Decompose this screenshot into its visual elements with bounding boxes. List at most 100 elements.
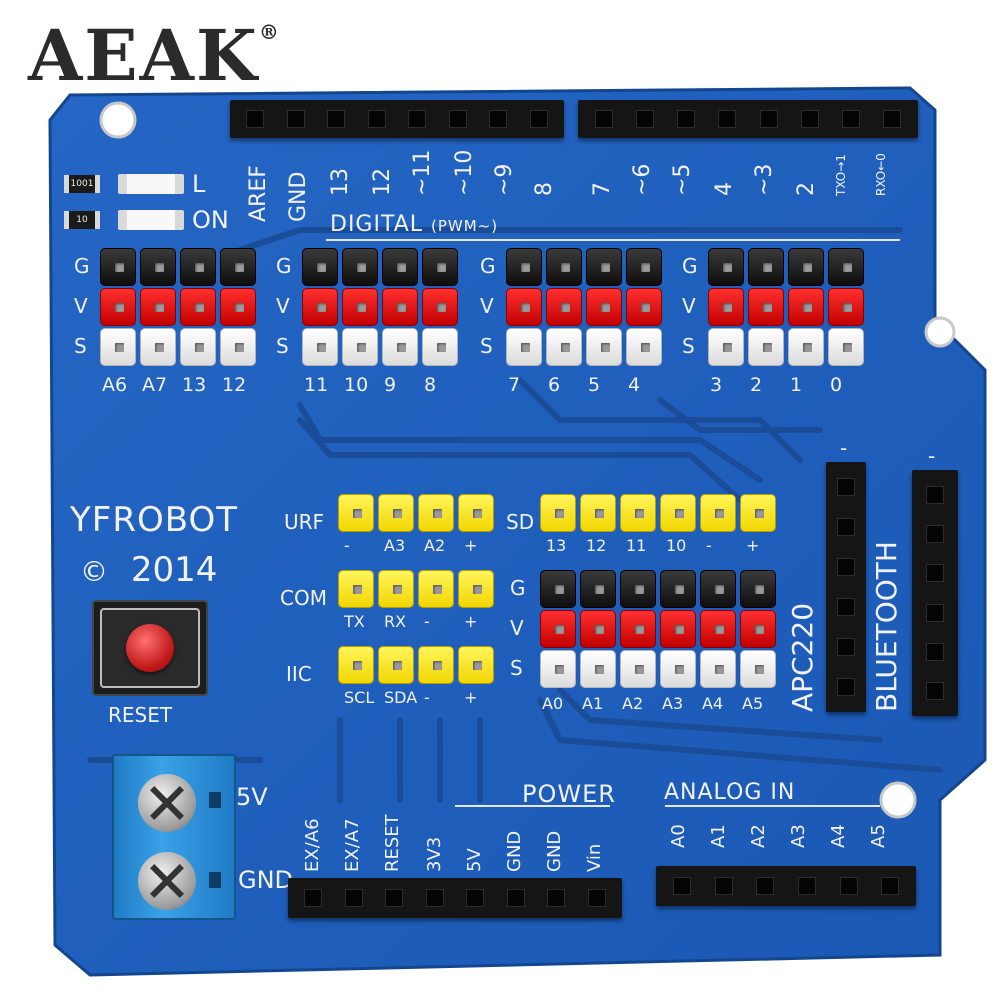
header-pin-socket[interactable] (756, 877, 775, 895)
analog-header-pin[interactable] (740, 570, 776, 608)
header-pin-socket[interactable] (837, 518, 855, 536)
header-pin-socket[interactable] (926, 603, 944, 622)
header-pin-socket[interactable] (385, 889, 404, 907)
header-pin-socket[interactable] (800, 110, 819, 128)
header-pin[interactable] (708, 288, 744, 326)
header-pin[interactable] (220, 288, 256, 326)
header-pin[interactable] (626, 328, 662, 366)
header-pin[interactable] (100, 248, 136, 286)
header-pin-socket[interactable] (714, 877, 733, 895)
iic-pin[interactable] (458, 646, 494, 684)
sd-pin[interactable] (740, 494, 776, 532)
analog-header-pin[interactable] (700, 570, 736, 608)
header-pin-socket[interactable] (635, 110, 654, 128)
com-pin[interactable] (378, 570, 414, 608)
header-pin-socket[interactable] (286, 110, 305, 128)
header-pin[interactable] (546, 288, 582, 326)
header-pin-socket[interactable] (926, 525, 944, 543)
header-pin-socket[interactable] (448, 110, 467, 128)
header-pin-socket[interactable] (677, 110, 696, 128)
sd-pin[interactable] (660, 494, 696, 532)
header-pin-socket[interactable] (926, 643, 944, 661)
header-pin[interactable] (342, 328, 378, 366)
header-pin[interactable] (748, 288, 784, 326)
analog-header-pin[interactable] (540, 650, 576, 688)
header-pin-socket[interactable] (425, 889, 444, 907)
com-pin[interactable] (418, 570, 454, 608)
header-pin-socket[interactable] (926, 564, 944, 583)
header-pin[interactable] (586, 288, 622, 326)
header-pin-socket[interactable] (837, 558, 855, 576)
header-pin-socket[interactable] (587, 889, 606, 907)
terminal-screw-2[interactable] (138, 852, 196, 910)
header-pin[interactable] (506, 288, 542, 326)
header-pin[interactable] (546, 248, 582, 286)
iic-pin[interactable] (378, 646, 414, 684)
header-pin[interactable] (626, 248, 662, 286)
header-pin[interactable] (302, 328, 338, 366)
urf-pin[interactable] (418, 494, 454, 532)
header-pin[interactable] (708, 328, 744, 366)
header-pin[interactable] (422, 248, 458, 286)
header-pin[interactable] (180, 288, 216, 326)
header-pin-socket[interactable] (547, 889, 566, 907)
header-pin[interactable] (382, 248, 418, 286)
header-pin-socket[interactable] (797, 877, 816, 895)
analog-header-pin[interactable] (700, 610, 736, 648)
header-pin-socket[interactable] (842, 110, 861, 128)
analog-header-pin[interactable] (540, 610, 576, 648)
header-pin-socket[interactable] (883, 110, 902, 128)
header-pin[interactable] (342, 288, 378, 326)
sd-pin[interactable] (580, 494, 616, 532)
header-pin-socket[interactable] (506, 889, 525, 907)
header-pin[interactable] (748, 248, 784, 286)
analog-header-pin[interactable] (620, 570, 656, 608)
header-pin-socket[interactable] (718, 110, 737, 128)
header-pin-socket[interactable] (837, 598, 855, 616)
header-pin[interactable] (140, 288, 176, 326)
header-pin-socket[interactable] (837, 478, 855, 496)
header-pin[interactable] (788, 248, 824, 286)
reset-button-cap[interactable] (126, 624, 174, 672)
header-pin[interactable] (586, 248, 622, 286)
analog-header-pin[interactable] (580, 570, 616, 608)
header-pin-socket[interactable] (367, 110, 386, 128)
header-pin[interactable] (422, 288, 458, 326)
header-pin[interactable] (828, 288, 864, 326)
com-pin[interactable] (458, 570, 494, 608)
header-pin[interactable] (708, 248, 744, 286)
header-pin[interactable] (100, 288, 136, 326)
header-pin[interactable] (220, 328, 256, 366)
header-pin-socket[interactable] (344, 889, 363, 907)
sd-pin[interactable] (700, 494, 736, 532)
header-pin-socket[interactable] (489, 110, 508, 128)
header-pin-socket[interactable] (759, 110, 778, 128)
urf-pin[interactable] (378, 494, 414, 532)
header-pin[interactable] (788, 288, 824, 326)
header-pin-socket[interactable] (408, 110, 427, 128)
header-pin-socket[interactable] (304, 889, 323, 907)
header-pin-socket[interactable] (529, 110, 548, 128)
header-pin-socket[interactable] (837, 638, 855, 656)
header-pin[interactable] (180, 328, 216, 366)
header-pin[interactable] (748, 328, 784, 366)
analog-header-pin[interactable] (540, 570, 576, 608)
header-pin-socket[interactable] (926, 682, 944, 701)
header-pin[interactable] (788, 328, 824, 366)
header-pin[interactable] (382, 328, 418, 366)
analog-header-pin[interactable] (580, 610, 616, 648)
analog-header-pin[interactable] (660, 650, 696, 688)
header-pin[interactable] (342, 248, 378, 286)
header-pin[interactable] (382, 288, 418, 326)
header-pin-socket[interactable] (837, 678, 855, 696)
reset-button[interactable] (92, 600, 208, 696)
header-pin[interactable] (180, 248, 216, 286)
terminal-screw-1[interactable] (138, 774, 196, 832)
analog-header-pin[interactable] (740, 610, 776, 648)
header-pin[interactable] (220, 248, 256, 286)
analog-header-pin[interactable] (660, 570, 696, 608)
header-pin-socket[interactable] (327, 110, 346, 128)
analog-header-pin[interactable] (580, 650, 616, 688)
urf-pin[interactable] (458, 494, 494, 532)
header-pin[interactable] (828, 328, 864, 366)
